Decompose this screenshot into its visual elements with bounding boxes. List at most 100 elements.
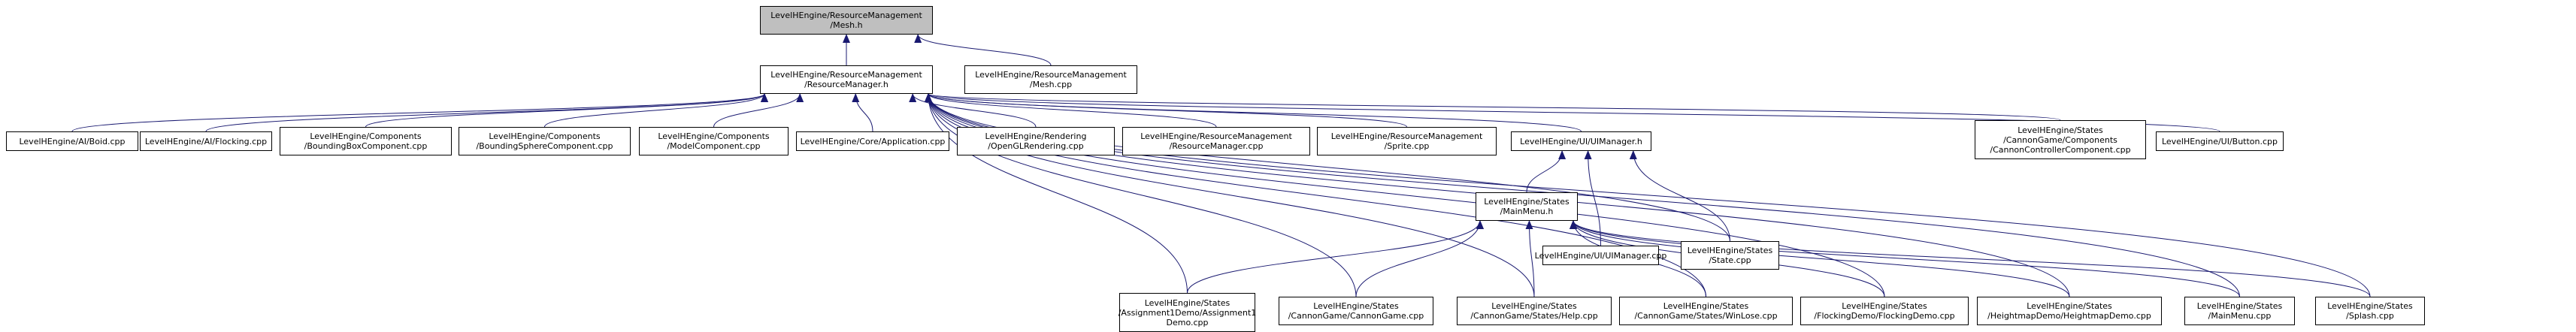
node-opengl[interactable]: LevelHEngine/Rendering/OpenGLRendering.c… (957, 127, 1115, 155)
node-label-line: /Assignment1Demo/Assignment1 (1118, 307, 1257, 318)
node-label-line: /MainMenu.cpp (2208, 311, 2272, 321)
node-label-line: /CannonControllerComponent.cpp (1990, 144, 2131, 155)
node-boid[interactable]: LevelHEngine/AI/Boid.cpp (6, 131, 138, 151)
node-label-line: LevelHEngine/ResourceManagement (975, 70, 1127, 80)
node-label-line: LevelHEngine/States (2196, 301, 2283, 311)
node-label-line: LevelHEngine/States (1491, 301, 1577, 311)
node-mainmenu-cpp[interactable]: LevelHEngine/States/MainMenu.cpp (2184, 297, 2295, 325)
node-label-line: LevelHEngine/AI/Flocking.cpp (144, 136, 268, 146)
edge-state-to-rm_h (925, 93, 1730, 242)
edge-cannongame-to-rm_h (925, 93, 1357, 297)
node-label-line: /ResourceManager.h (804, 80, 888, 89)
node-uimgr-cpp[interactable]: LevelHEngine/UI/UIManager.cpp (1535, 246, 1666, 265)
node-winlose[interactable]: LevelHEngine/States/CannonGame/States/Wi… (1619, 297, 1793, 325)
node-label-line: LevelHEngine/States (1663, 301, 1749, 311)
node-label-line: LevelHEngine/ResourceManagement (770, 70, 922, 80)
node-label-line: LevelHEngine/States (2327, 301, 2413, 311)
node-sprite[interactable]: LevelHEngine/ResourceManagement/Sprite.c… (1317, 127, 1497, 155)
node-label-line: LevelHEngine/AI/Boid.cpp (19, 136, 126, 146)
node-model[interactable]: LevelHEngine/Components/ModelComponent.c… (639, 127, 789, 155)
node-label-line: LevelHEngine/Components (310, 131, 422, 141)
node-label-line: /CannonGame/CannonGame.cpp (1288, 311, 1424, 321)
node-label-line: LevelHEngine/Components (658, 131, 770, 141)
node-label-line: LevelHEngine/States (1144, 297, 1230, 308)
node-label-line: /Sprite.cpp (1384, 141, 1430, 151)
node-label-line: LevelHEngine/UI/Button.cpp (2161, 136, 2278, 146)
edge-opengl-to-rm_h (909, 93, 1037, 128)
edge-mainmenu_cpp-to-mainmenu_h (1570, 220, 2240, 297)
edge-mainmenu_h-to-uimgr_h (1526, 150, 1566, 193)
node-mesh-cpp[interactable]: LevelHEngine/ResourceManagement/Mesh.cpp (964, 65, 1137, 94)
edge-splash-to-mainmenu_h (1570, 220, 2371, 297)
node-label-line: Demo.cpp (1166, 317, 1209, 327)
node-state[interactable]: LevelHEngine/States/State.cpp (1681, 241, 1779, 270)
node-bbox[interactable]: LevelHEngine/Components/BoundingBoxCompo… (280, 127, 452, 155)
node-label-line: LevelHEngine/ResourceManagement (1140, 131, 1292, 141)
node-cannonctrl[interactable]: LevelHEngine/States/CannonGame/Component… (1975, 120, 2146, 159)
node-label-line: LevelHEngine/ResourceManagement (770, 11, 922, 20)
edge-bbox-to-rm_h (365, 93, 768, 128)
edge-uimgr_cpp-to-uimgr_h (1584, 150, 1601, 246)
node-label-line: /BoundingSphereComponent.cpp (476, 141, 613, 151)
edge-boid-to-rm_h (71, 93, 768, 132)
node-mainmenu-h[interactable]: LevelHEngine/States/MainMenu.h (1476, 192, 1578, 221)
node-flockdemo[interactable]: LevelHEngine/States/FlockingDemo/Flockin… (1800, 297, 1969, 325)
node-app[interactable]: LevelHEngine/Core/Application.cpp (796, 131, 949, 151)
edge-bsphere-to-rm_h (544, 93, 768, 128)
node-label-line: /MainMenu.h (1500, 207, 1554, 216)
node-label-line: LevelHEngine/UI/UIManager.h (1520, 136, 1642, 146)
node-rm-cpp[interactable]: LevelHEngine/ResourceManagement/Resource… (1122, 127, 1310, 155)
node-label-line: /ResourceManager.cpp (1169, 141, 1264, 151)
edge-assign1-to-rm_h (925, 93, 1188, 294)
node-label-line: /BoundingBoxComponent.cpp (304, 141, 428, 151)
node-button[interactable]: LevelHEngine/UI/Button.cpp (2156, 131, 2284, 151)
node-flocking[interactable]: LevelHEngine/AI/Flocking.cpp (140, 131, 272, 151)
node-label-line: LevelHEngine/States (1484, 197, 1570, 207)
edge-help-to-rm_h (925, 93, 1535, 297)
edge-app-to-rm_h (852, 93, 873, 132)
node-label-line: LevelHEngine/UI/UIManager.cpp (1534, 250, 1667, 261)
edge-rm_cpp-to-rm_h (925, 93, 1217, 128)
node-label-line: /State.cpp (1709, 255, 1751, 265)
node-uimgr-h[interactable]: LevelHEngine/UI/UIManager.h (1511, 131, 1651, 151)
node-label-line: LevelHEngine/States (2027, 301, 2112, 311)
edge-mesh_cpp-to-mesh_h (914, 34, 1052, 66)
node-label-line: /OpenGLRendering.cpp (988, 141, 1084, 151)
node-label-line: LevelHEngine/ResourceManagement (1330, 131, 1483, 141)
node-splash[interactable]: LevelHEngine/States/Splash.cpp (2315, 297, 2425, 325)
node-label-line: /Mesh.h (830, 20, 863, 30)
node-assign1[interactable]: LevelHEngine/States/Assignment1Demo/Assi… (1118, 293, 1257, 332)
node-label-line: LevelHEngine/Components (489, 131, 601, 141)
edge-cannongame-to-mainmenu_h (1355, 220, 1484, 297)
edge-flocking-to-rm_h (205, 93, 768, 132)
edge-state-to-uimgr_h (1629, 150, 1730, 242)
node-help[interactable]: LevelHEngine/States/CannonGame/States/He… (1457, 297, 1612, 325)
edge-model-to-rm_h (713, 93, 804, 128)
node-bsphere[interactable]: LevelHEngine/Components/BoundingSphereCo… (459, 127, 631, 155)
node-label-line: /Splash.cpp (2346, 311, 2394, 321)
node-label-line: /CannonGame/States/WinLose.cpp (1634, 311, 1778, 321)
node-mesh-h: LevelHEngine/ResourceManagement/Mesh.h (760, 6, 933, 35)
node-label-line: LevelHEngine/Rendering (985, 131, 1087, 141)
edge-assign1-to-mainmenu_h (1187, 220, 1484, 294)
node-label-line: /Mesh.cpp (1029, 80, 1073, 89)
node-label-line: LevelHEngine/States (2018, 125, 2103, 135)
node-label-line: /CannonGame/Components (2003, 134, 2117, 145)
edge-help-to-mainmenu_h (1525, 220, 1535, 297)
node-label-line: /CannonGame/States/Help.cpp (1470, 311, 1598, 321)
edge-heightmap-to-mainmenu_h (1570, 220, 2070, 297)
node-label-line: LevelHEngine/Core/Application.cpp (800, 136, 946, 146)
node-heightmap[interactable]: LevelHEngine/States/HeightmapDemo/Height… (1977, 297, 2162, 325)
node-cannongame[interactable]: LevelHEngine/States/CannonGame/CannonGam… (1279, 297, 1433, 325)
edge-splash-to-rm_h (925, 93, 2371, 297)
node-label-line: /FlockingDemo/FlockingDemo.cpp (1814, 311, 1955, 321)
edge-cannonctrl-to-rm_h (925, 93, 2061, 121)
node-rm-h[interactable]: LevelHEngine/ResourceManagement/Resource… (760, 65, 933, 94)
edge-uimgr_h-to-rm_h (925, 93, 1582, 132)
node-label-line: LevelHEngine/States (1687, 246, 1773, 255)
node-label-line: /ModelComponent.cpp (667, 141, 761, 151)
node-label-line: /HeightmapDemo/HeightmapDemo.cpp (1987, 311, 2151, 321)
node-label-line: LevelHEngine/States (1842, 301, 1927, 311)
